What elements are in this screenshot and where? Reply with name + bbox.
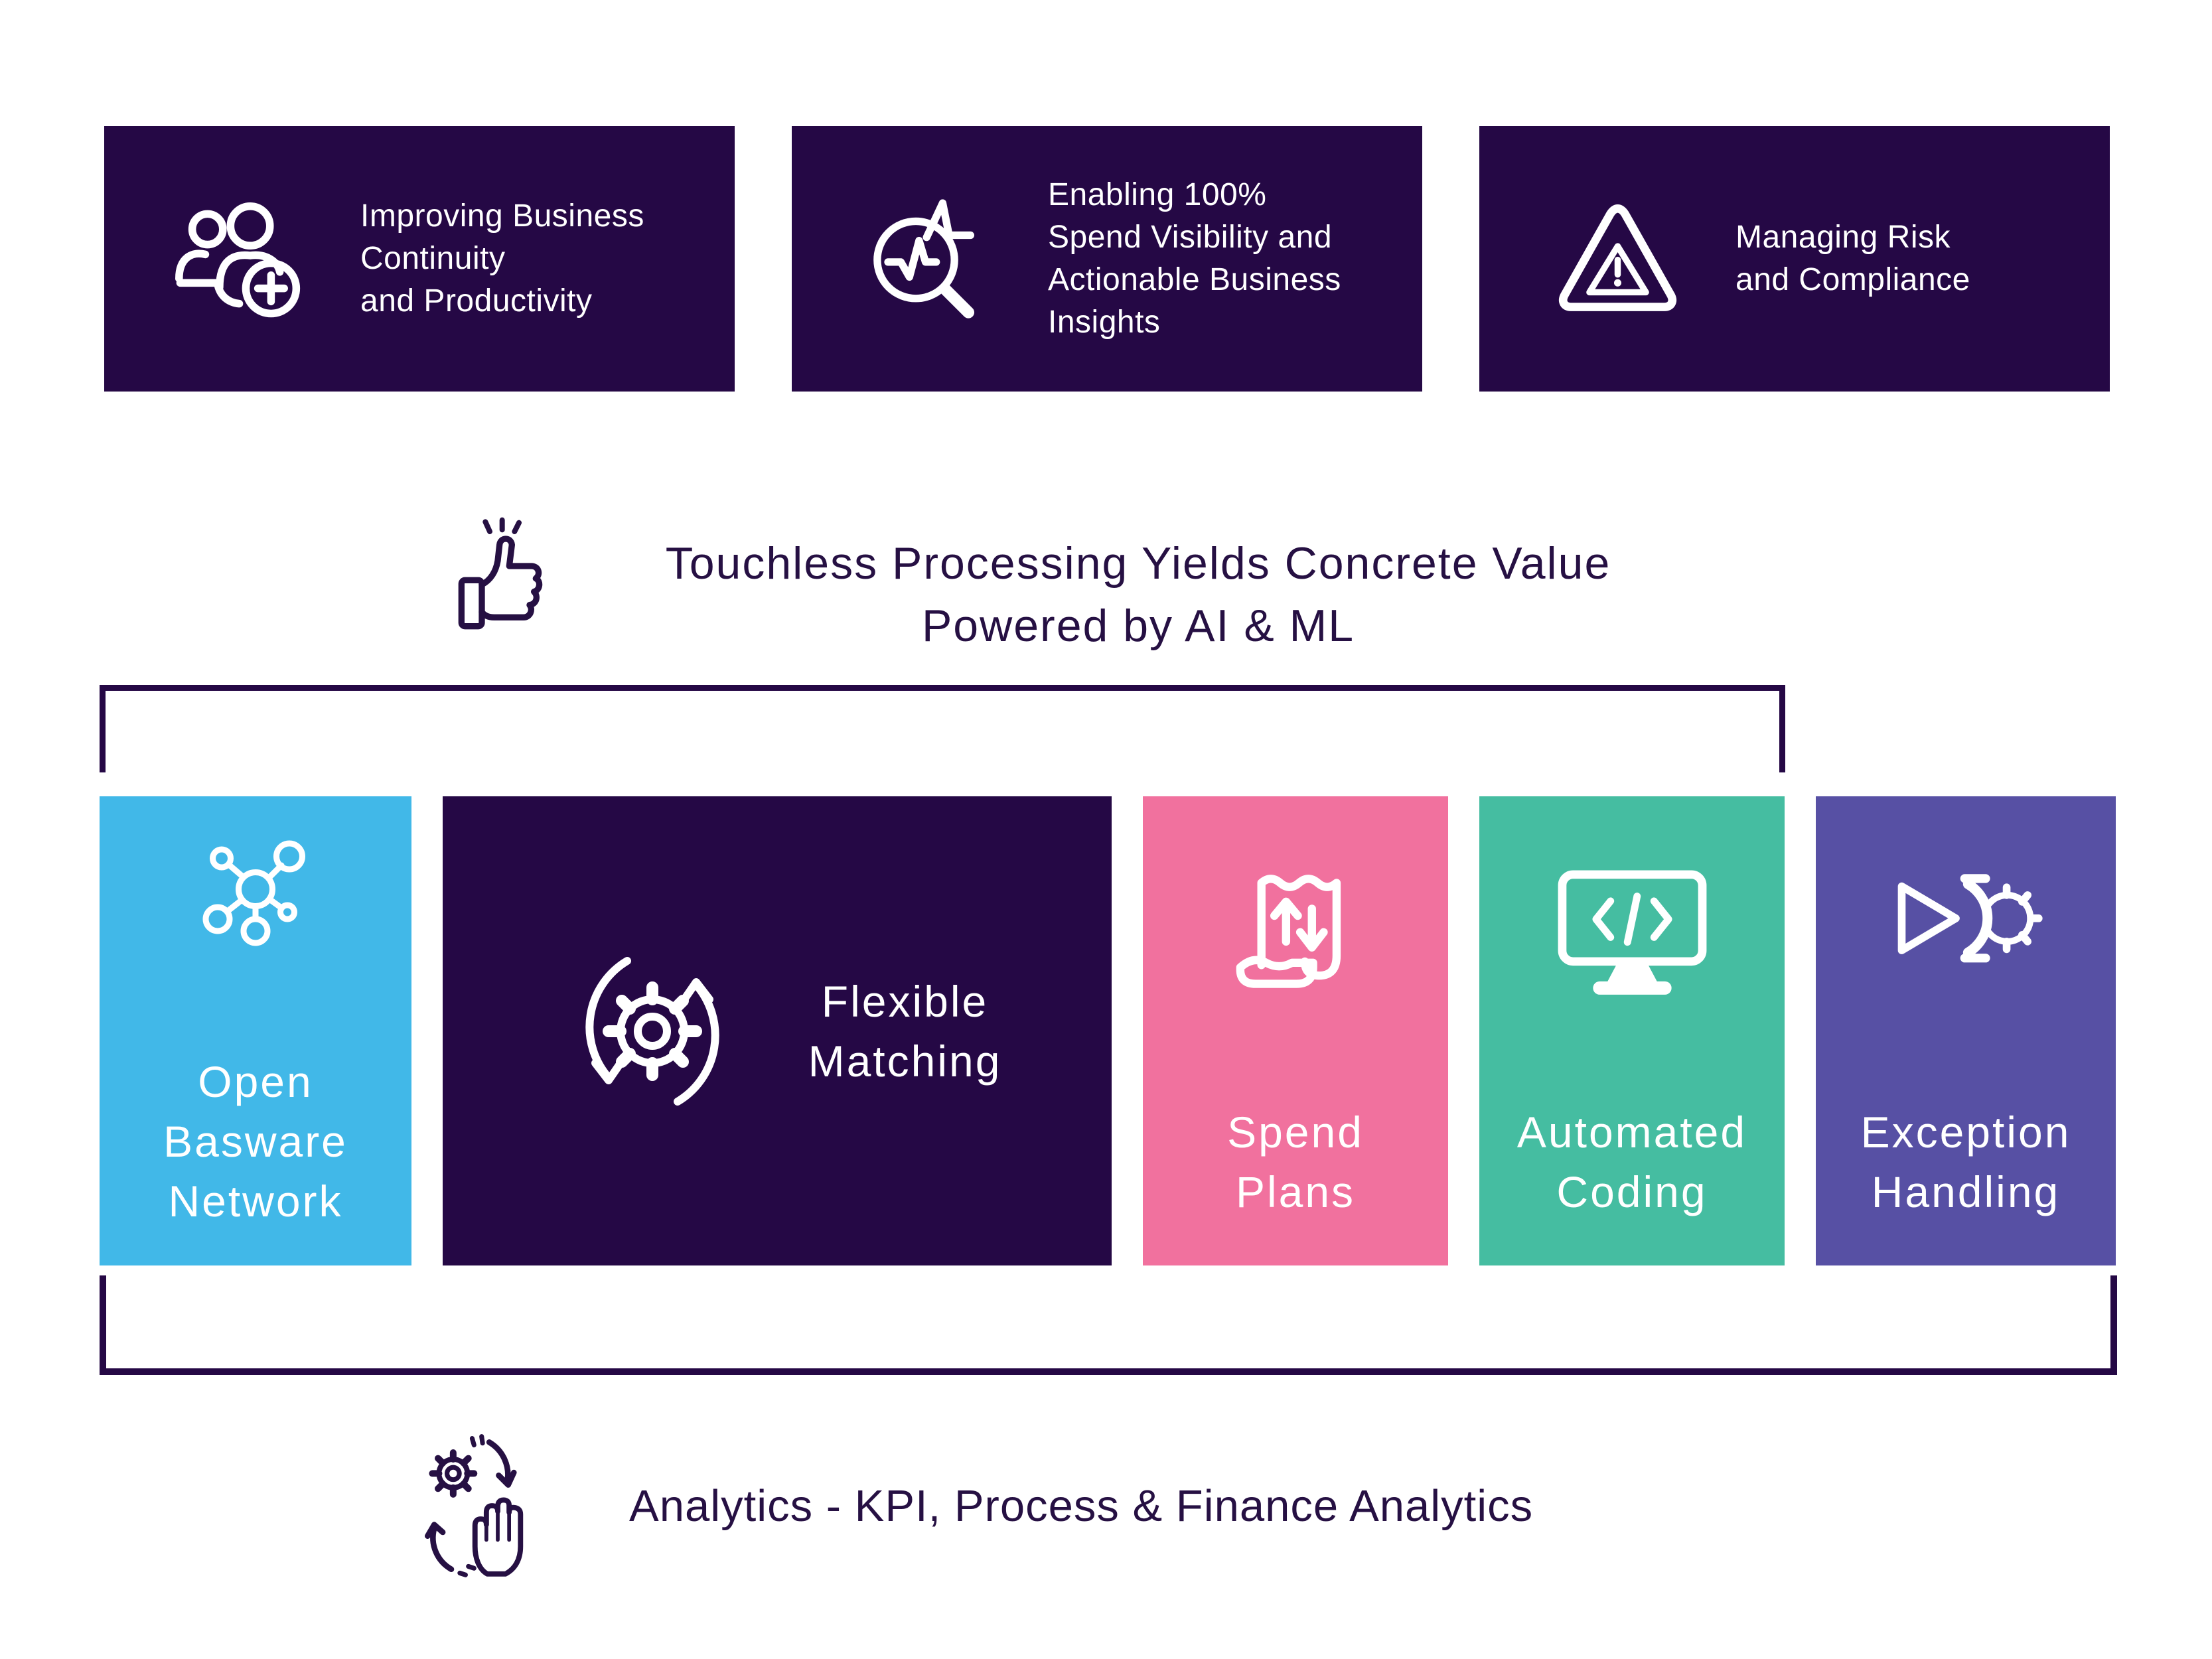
benefit-line: Continuity — [360, 241, 506, 276]
headline: Touchless Processing Yields Concrete Val… — [564, 532, 1712, 657]
benefit-line: Spend Visibility and — [1048, 220, 1333, 255]
analytics-label: Analytics - KPI, Process & Finance Analy… — [629, 1480, 1534, 1531]
benefit-line: Improving Business — [360, 198, 644, 234]
benefit-line: and Compliance — [1735, 262, 1970, 297]
users-plus-icon — [165, 193, 319, 325]
capability-line: Automated — [1516, 1108, 1747, 1157]
benefit-line: Managing Risk — [1735, 220, 1951, 255]
benefit-label: Enabling 100% Spend Visibility and Actio… — [1048, 174, 1341, 344]
benefit-line: Insights — [1048, 305, 1161, 340]
gear-sync-icon — [553, 945, 752, 1118]
monitor-code-icon — [1548, 860, 1717, 1007]
benefit-card-visibility: Enabling 100% Spend Visibility and Actio… — [792, 126, 1422, 392]
network-icon — [196, 837, 315, 957]
benefit-line: Actionable Business — [1048, 262, 1341, 297]
capability-spend-plans: Spend Plans — [1143, 796, 1448, 1265]
capability-flexible-matching: Flexible Matching — [443, 796, 1112, 1265]
capability-line: Matching — [808, 1036, 1002, 1086]
benefit-line: Enabling 100% — [1048, 177, 1267, 212]
capability-line: Flexible — [821, 976, 989, 1026]
benefit-line: and Productivity — [360, 283, 593, 319]
capabilities-row: Open Basware Network Flexible Matc — [100, 796, 2116, 1265]
capability-open-basware-network: Open Basware Network — [100, 796, 411, 1265]
capability-label: Open Basware Network — [163, 1052, 348, 1231]
headline-line1: Touchless Processing Yields Concrete Val… — [665, 538, 1611, 589]
benefits-row: Improving Business Continuity and Produc… — [104, 126, 2110, 392]
capability-exception-handling: Exception Handling — [1816, 796, 2116, 1265]
capability-label: Automated Coding — [1517, 1102, 1747, 1222]
capability-label: Flexible Matching — [808, 972, 1002, 1091]
capability-line: Handling — [1871, 1167, 2061, 1216]
capability-line: Coding — [1556, 1167, 1708, 1216]
benefit-card-risk: Managing Risk and Compliance — [1479, 126, 2110, 392]
capability-label: Exception Handling — [1861, 1102, 2071, 1222]
benefit-label: Improving Business Continuity and Produc… — [360, 195, 644, 323]
gear-fastforward-icon — [1883, 852, 2049, 987]
analytics-footer: Analytics - KPI, Process & Finance Analy… — [425, 1433, 1533, 1578]
magnifier-chart-icon — [853, 189, 1007, 328]
capability-line: Plans — [1235, 1167, 1356, 1216]
top-bracket — [100, 685, 1785, 772]
headline-line2: Powered by AI & ML — [921, 601, 1355, 651]
capability-line: Open — [198, 1057, 313, 1106]
capability-line: Basware — [163, 1117, 348, 1166]
warning-triangle-icon — [1540, 197, 1694, 321]
benefit-label: Managing Risk and Compliance — [1735, 216, 1970, 301]
benefit-card-continuity: Improving Business Continuity and Produc… — [104, 126, 735, 392]
capability-label: Spend Plans — [1227, 1102, 1364, 1222]
capability-automated-coding: Automated Coding — [1479, 796, 1785, 1265]
bottom-bracket — [100, 1275, 2117, 1375]
capability-line: Network — [168, 1177, 343, 1226]
gear-hand-sync-icon — [425, 1433, 557, 1578]
capability-line: Spend — [1227, 1108, 1364, 1157]
capability-line: Exception — [1860, 1108, 2071, 1157]
receipt-arrows-icon — [1219, 855, 1372, 1007]
thumbs-up-icon — [453, 516, 559, 637]
